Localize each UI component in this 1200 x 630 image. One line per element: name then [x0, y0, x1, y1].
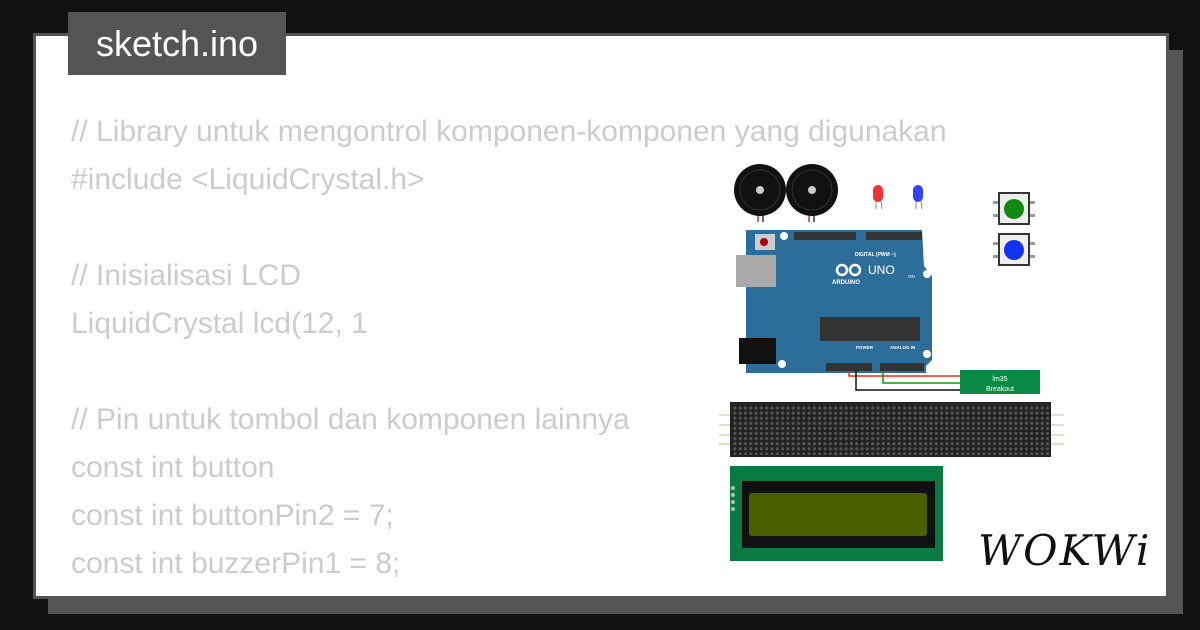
- file-tab: sketch.ino: [68, 12, 286, 75]
- lm35-sublabel: Breakout: [986, 386, 1014, 393]
- arduino-analog-label: ANALOG IN: [890, 345, 915, 350]
- lm35-label: lm35: [992, 376, 1007, 383]
- wire-signal[interactable]: [882, 371, 960, 384]
- arduino-on-label: ON: [908, 274, 915, 279]
- arduino-digital-label: DIGITAL (PWM ~): [855, 252, 896, 258]
- code-line: #include <LiquidCrystal.h>: [71, 163, 425, 196]
- pushbutton-green[interactable]: [993, 192, 1035, 225]
- code-background: // Library untuk mengontrol komponen-kom…: [71, 108, 947, 588]
- code-line: // Pin untuk tombol dan komponen lainnya: [71, 403, 630, 436]
- code-line: const int buttonPin2 = 7;: [71, 499, 394, 532]
- led-red[interactable]: [873, 185, 883, 210]
- arduino-power-label: POWER: [856, 345, 874, 350]
- lm35-breakout[interactable]: lm35 Breakout: [960, 370, 1040, 394]
- code-line: // Library untuk mengontrol komponen-kom…: [71, 115, 947, 148]
- wire-vcc[interactable]: [848, 371, 960, 377]
- buzzer-2[interactable]: [786, 164, 838, 222]
- code-line: LiquidCrystal lcd(12, 1: [71, 307, 368, 340]
- arduino-brand-label: ARDUINO: [832, 280, 860, 286]
- arduino-uno[interactable]: UNO ARDUINO DIGITAL (PWM ~) POWER ANALOG…: [736, 230, 932, 373]
- code-line: const int button: [71, 451, 275, 484]
- buzzer-1[interactable]: [734, 164, 786, 222]
- code-line: // Inisialisasi LCD: [71, 259, 302, 292]
- code-line: const int buzzerPin1 = 8;: [71, 547, 401, 580]
- wokwi-logo: WOKWi: [978, 526, 1152, 575]
- arduino-model-label: UNO: [868, 263, 895, 277]
- lcd-display[interactable]: [730, 466, 943, 561]
- wire-gnd[interactable]: [855, 371, 960, 391]
- led-matrix[interactable]: [719, 402, 1064, 457]
- preview-panel: // Library untuk mengontrol komponen-kom…: [33, 33, 1169, 599]
- pushbutton-blue[interactable]: [993, 233, 1035, 266]
- led-blue[interactable]: [913, 185, 923, 210]
